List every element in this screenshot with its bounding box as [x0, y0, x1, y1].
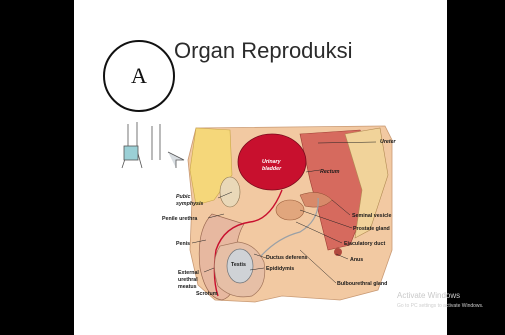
label-testis: Testis — [231, 262, 246, 268]
orientation-figure — [122, 122, 184, 168]
label-seminal-vesicle: Seminal vesicle — [352, 213, 392, 219]
label-external-meatus-3: meatus — [178, 284, 197, 290]
label-urinary-bladder-2: bladder — [262, 166, 282, 172]
slide-badge: A — [103, 40, 175, 112]
activate-windows-hint: Go to PC settings to activate Windows. — [397, 303, 483, 309]
label-rectum: Rectum — [320, 169, 340, 175]
activate-windows-watermark: Activate Windows — [397, 291, 460, 300]
label-ejaculatory-duct: Ejaculatory duct — [344, 241, 385, 247]
label-scrotum: Scrotum — [196, 291, 218, 297]
label-pubic-symphysis-1: Pubic — [176, 194, 190, 200]
label-prostate-gland: Prostate gland — [353, 226, 390, 232]
label-bulbourethral-gland: Bulbourethral gland — [337, 281, 387, 287]
label-ductus-deferens: Ductus deferens — [266, 255, 308, 261]
label-ureter: Ureter — [380, 139, 397, 145]
prostate-gland-shape — [276, 200, 304, 220]
label-external-meatus-1: External — [178, 270, 199, 276]
label-urinary-bladder-1: Urinary — [262, 159, 282, 165]
label-external-meatus-2: urethral — [178, 277, 198, 283]
label-epididymis: Epididymis — [266, 266, 294, 272]
slide-badge-letter: A — [131, 63, 147, 89]
label-penile-urethra: Penile urethra — [162, 216, 197, 222]
label-anus: Anus — [350, 257, 363, 263]
pubic-symphysis-bone — [220, 177, 240, 207]
label-penis: Penis — [176, 241, 190, 247]
label-pubic-symphysis-2: symphysis — [176, 201, 203, 207]
